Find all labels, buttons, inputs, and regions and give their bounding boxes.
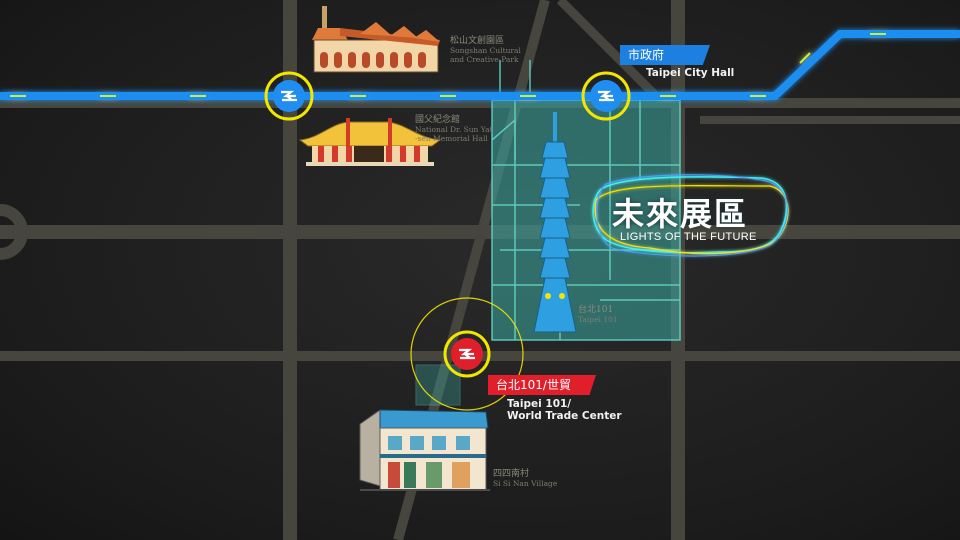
- landmark-en: Taipei 101: [578, 315, 618, 324]
- blue-line: [0, 30, 960, 100]
- landmark-zh: 松山文創園區: [450, 36, 505, 46]
- landmark-zh: 台北101: [578, 305, 614, 315]
- landmark-songshan-label: 松山文創園區 Songshan Cultural and Creative Pa…: [450, 33, 521, 64]
- road-diagonal-upper: [556, 0, 664, 104]
- landmark-zh: 國父紀念館: [415, 115, 461, 125]
- landmark-en: National Dr. Sun Yat: [415, 125, 493, 134]
- songshan-building-icon: [312, 6, 440, 73]
- zone-subtitle: LIGHTS OF THE FUTURE: [620, 231, 757, 243]
- station-marker-songshan[interactable]: [264, 71, 314, 121]
- station-en-city-hall: Taipei City Hall: [646, 67, 735, 79]
- memorial-hall-icon: [298, 118, 442, 166]
- metro-logo-icon: [281, 90, 297, 102]
- station-en-line2: World Trade Center: [507, 410, 622, 422]
- landmark-sisinan-label: 四四南村 Si Si Nan Village: [493, 466, 557, 488]
- sisinan-village-icon: [359, 409, 490, 491]
- zone-bubble: [592, 174, 789, 257]
- station-en-line1: Taipei 101/: [507, 398, 572, 410]
- highlight-ring: [410, 297, 524, 411]
- station-marker-taipei101[interactable]: [443, 330, 491, 378]
- landmark-en: Si Si Nan Village: [493, 479, 558, 488]
- station-tag-trade-center: 台北101/世貿: [488, 375, 596, 395]
- station-tag-city-hall: 市政府: [620, 45, 710, 65]
- landmark-en: -sen Memorial Hall: [415, 134, 488, 143]
- roundabout: [0, 204, 28, 260]
- landmark-taipei101-label: 台北101 Taipei 101: [578, 302, 618, 324]
- blue-line-track: [0, 30, 960, 100]
- landmark-zh: 四四南村: [493, 469, 530, 479]
- station-en-trade-center: Taipei 101/ World Trade Center: [507, 398, 622, 422]
- metro-logo-icon: [598, 90, 614, 102]
- metro-logo-icon: [459, 348, 475, 360]
- taipei101-tower: [533, 112, 577, 333]
- blue-line-dashes: [10, 33, 886, 97]
- landmark-sun-yat-sen-label: 國父紀念館 National Dr. Sun Yat -sen Memorial…: [415, 112, 493, 143]
- landmark-en: Songshan Cultural: [450, 46, 521, 55]
- station-marker-city-hall[interactable]: [581, 71, 631, 121]
- landmark-en: and Creative Park: [450, 55, 519, 64]
- zone-title: 未來展區: [612, 195, 749, 233]
